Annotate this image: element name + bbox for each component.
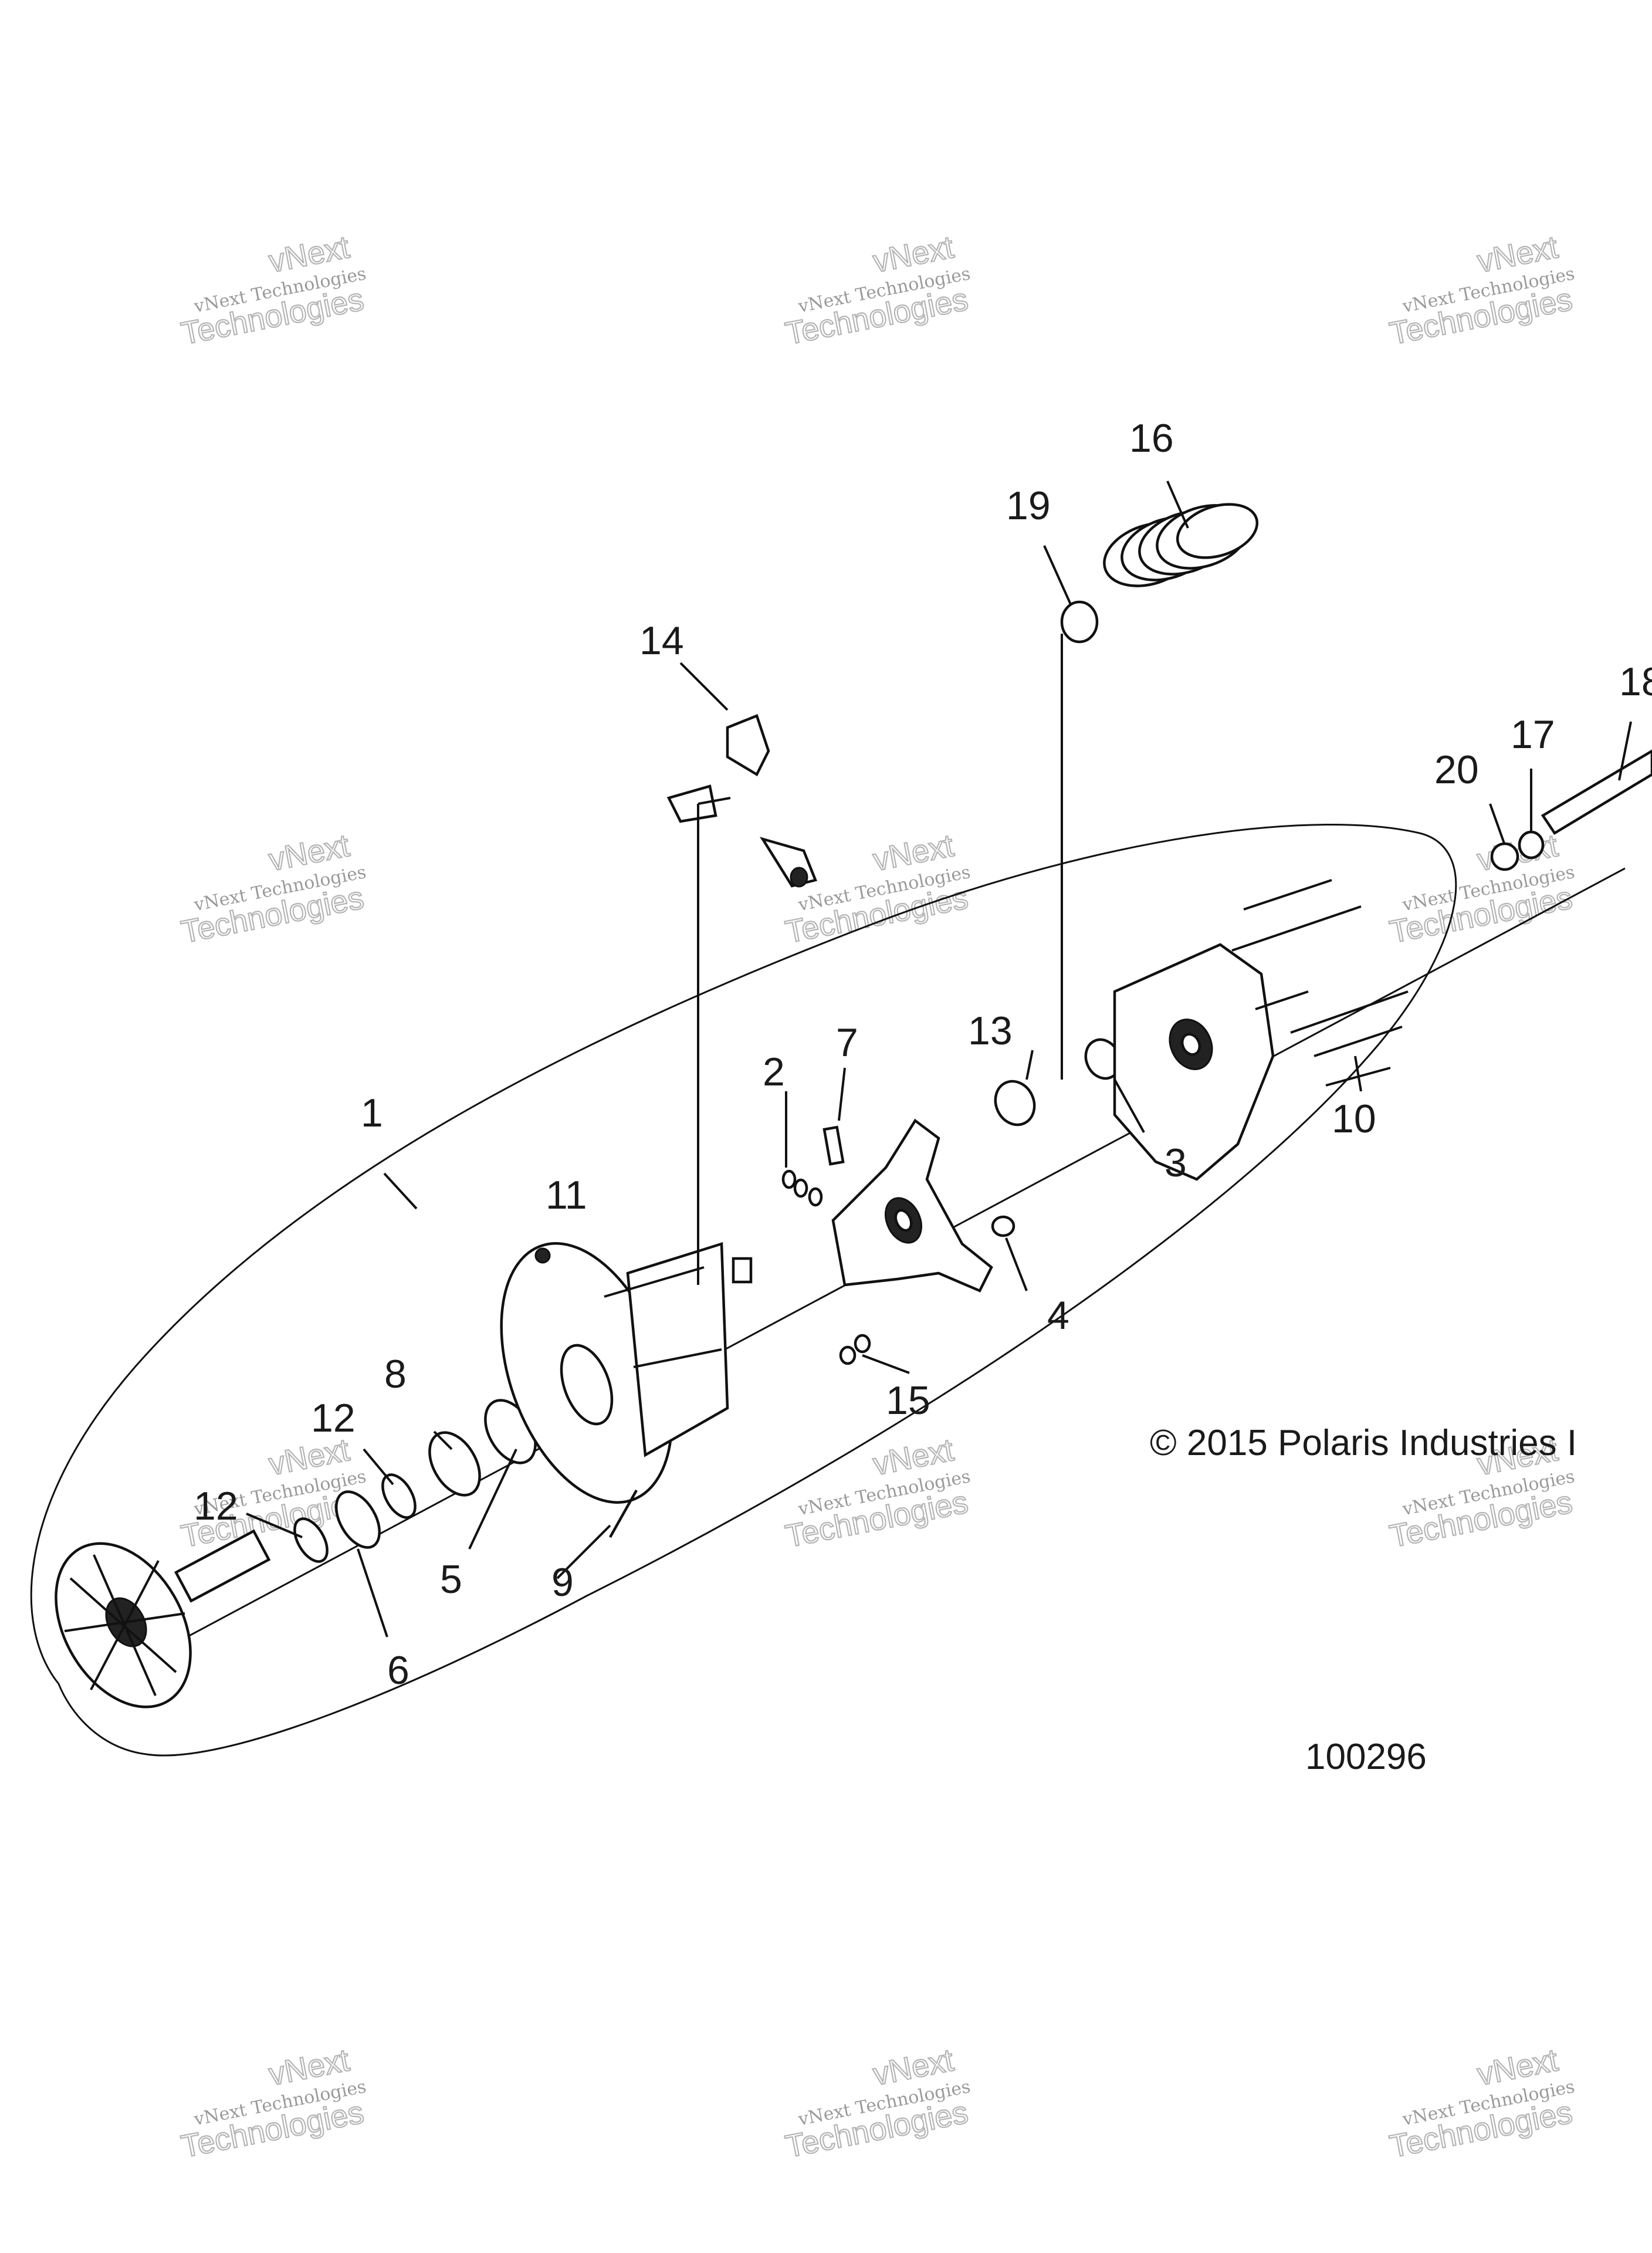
watermark: vNext vNext Technologies Technologies [178, 2042, 368, 2165]
bushing-6 [334, 1490, 381, 1549]
callout-19: 19 [1006, 483, 1051, 528]
washer-17 [1518, 830, 1545, 860]
copyright-notice: © 2015 Polaris Industries I [1150, 1423, 1577, 1463]
ring-12-lower [293, 1517, 329, 1563]
callout-11: 11 [546, 1173, 587, 1217]
callout-6: 6 [387, 1648, 409, 1693]
pin-9 [609, 1489, 638, 1538]
callout-15: 15 [886, 1378, 930, 1423]
diagram-part-number: 100296 [1305, 1737, 1427, 1777]
callout-18: 18 [1619, 659, 1652, 704]
moveable-sheave [500, 1241, 729, 1504]
callout-9: 9 [551, 1560, 574, 1605]
callout-12-upper: 12 [311, 1396, 356, 1440]
cover-plate [1113, 943, 1275, 1181]
callout-8: 8 [384, 1352, 407, 1396]
callout-10: 10 [1332, 1097, 1376, 1141]
rod-18 [1541, 749, 1652, 835]
spring-16 [1103, 503, 1259, 587]
watermark: vNext vNext Technologies Technologies [178, 827, 368, 950]
callout-17: 17 [1511, 712, 1555, 757]
callout-1: 1 [361, 1091, 383, 1135]
watermark: vNext vNext Technologies Technologies [1386, 229, 1576, 352]
fixed-sheave [55, 1529, 271, 1709]
bushing-13 [994, 1080, 1036, 1126]
callout-14: 14 [639, 618, 684, 663]
callout-20: 20 [1434, 747, 1479, 792]
callout-12-lower: 12 [194, 1484, 238, 1528]
washer-4 [991, 1215, 1015, 1237]
callout-2: 2 [763, 1050, 785, 1094]
watermark: vNext vNext Technologies Technologies [782, 229, 972, 352]
roller-2 [781, 1169, 823, 1207]
callout-16: 16 [1129, 416, 1174, 461]
watermark: vNext vNext Technologies Technologies [782, 2042, 972, 2165]
leader-lines [246, 481, 1632, 1638]
ring-19 [1060, 600, 1099, 644]
callout-5: 5 [440, 1557, 462, 1602]
nut-20 [1490, 842, 1519, 871]
weight-14 [666, 714, 818, 888]
callout-7: 7 [836, 1020, 858, 1065]
pin-7 [822, 1125, 845, 1166]
callout-13: 13 [968, 1009, 1013, 1053]
watermark: vNext vNext Technologies Technologies [782, 1432, 972, 1555]
shoe-insert [732, 1257, 753, 1284]
callout-4: 4 [1047, 1293, 1069, 1338]
watermark: vNext vNext Technologies Technologies [1386, 2042, 1576, 2165]
callout-labels: 1 2 3 4 5 6 7 8 9 10 11 12 12 13 14 15 1… [194, 416, 1652, 1693]
callout-3: 3 [1164, 1141, 1187, 1185]
watermark: vNext vNext Technologies Technologies [178, 229, 368, 352]
bearing-8 [428, 1431, 481, 1497]
watermark: vNext vNext Technologies Technologies [1386, 827, 1576, 950]
spider [831, 1118, 993, 1293]
watermark: vNext vNext Technologies Technologies [782, 827, 972, 950]
assembly-outline [30, 823, 1457, 1757]
washer-15 [839, 1334, 871, 1365]
